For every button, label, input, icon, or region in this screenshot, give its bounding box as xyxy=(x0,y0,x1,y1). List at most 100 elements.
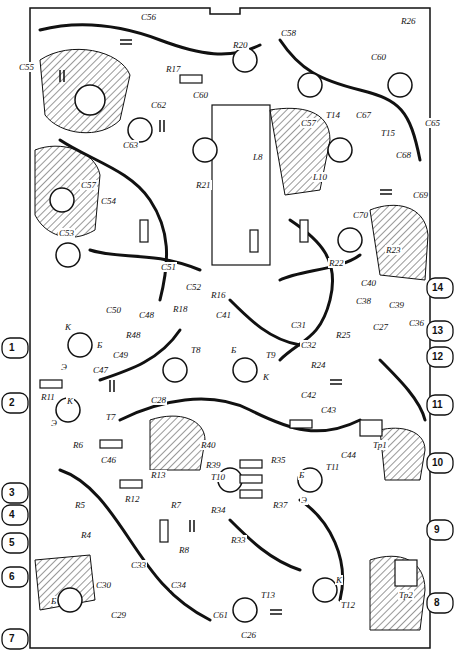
part-label: R12 xyxy=(124,494,141,504)
part-label: R33 xyxy=(230,535,247,545)
part-label: C44 xyxy=(340,450,357,460)
part-label: C33 xyxy=(130,560,147,570)
part-label: C67 xyxy=(355,110,372,120)
part-label: C42 xyxy=(300,390,317,400)
pad-number: 4 xyxy=(8,509,16,520)
part-label: C30 xyxy=(95,580,112,590)
part-label: R6 xyxy=(72,440,84,450)
part-label: R25 xyxy=(335,330,352,340)
part-label: R34 xyxy=(210,505,227,515)
part-label: C54 xyxy=(100,196,117,206)
part-label: L8 xyxy=(252,152,264,162)
part-label: R22 xyxy=(328,258,345,268)
part-label: T7 xyxy=(105,412,117,422)
part-label: R48 xyxy=(125,330,142,340)
part-label: К xyxy=(335,575,343,585)
part-label: C63 xyxy=(122,140,139,150)
part-label: C60 xyxy=(370,52,387,62)
part-label: C28 xyxy=(150,395,167,405)
part-label: R8 xyxy=(178,545,190,555)
pad-number: 5 xyxy=(8,537,16,548)
pad-number: 12 xyxy=(431,351,444,362)
pad-number: 7 xyxy=(8,633,16,644)
part-label: C56 xyxy=(140,12,157,22)
part-label: C34 xyxy=(170,580,187,590)
part-label: C48 xyxy=(138,310,155,320)
part-label: C68 xyxy=(395,150,412,160)
part-label: C52 xyxy=(185,282,202,292)
pad-number: 13 xyxy=(431,325,444,336)
part-label: C41 xyxy=(215,310,232,320)
part-label: C39 xyxy=(388,300,405,310)
part-label: C31 xyxy=(290,320,307,330)
part-label: R39 xyxy=(205,460,222,470)
part-label: C69 xyxy=(412,190,429,200)
pad-number: 3 xyxy=(8,487,16,498)
pad-number: 6 xyxy=(8,571,16,582)
part-label: T11 xyxy=(325,462,340,472)
part-label: C26 xyxy=(240,630,257,640)
pad-number: 11 xyxy=(431,399,444,410)
part-label: Тр1 xyxy=(372,440,388,450)
part-label: Б xyxy=(298,470,305,480)
part-label: C50 xyxy=(105,305,122,315)
part-label: T10 xyxy=(210,472,226,482)
part-label: R18 xyxy=(172,304,189,314)
part-label: C57 xyxy=(80,180,97,190)
part-label: R17 xyxy=(165,64,182,74)
part-label: R11 xyxy=(40,392,56,402)
part-label: R23 xyxy=(385,245,402,255)
part-label: R40 xyxy=(200,440,217,450)
part-label: Б xyxy=(96,340,103,350)
part-label: C43 xyxy=(320,405,337,415)
part-label: K xyxy=(64,322,72,332)
part-label: C65 xyxy=(424,118,441,128)
part-label: C32 xyxy=(300,340,317,350)
part-label: T13 xyxy=(260,590,276,600)
part-label: L10 xyxy=(312,172,328,182)
part-label: C40 xyxy=(360,278,377,288)
part-label: R35 xyxy=(270,455,287,465)
part-label: R20 xyxy=(232,40,249,50)
part-label: C36 xyxy=(408,318,425,328)
part-label: C53 xyxy=(58,228,75,238)
part-label: R4 xyxy=(80,530,92,540)
part-label: T12 xyxy=(340,600,356,610)
pad-number: 10 xyxy=(431,457,444,468)
part-label: C57 xyxy=(300,118,317,128)
pad-number: 9 xyxy=(433,524,441,535)
part-label: C49 xyxy=(112,350,129,360)
part-label: C58 xyxy=(280,28,297,38)
part-label: C55 xyxy=(18,62,35,72)
part-label: К xyxy=(262,372,270,382)
pad-number: 1 xyxy=(8,342,16,353)
part-label: К xyxy=(66,396,74,406)
part-label: T15 xyxy=(380,128,396,138)
part-label: Б xyxy=(230,345,237,355)
part-label: R26 xyxy=(400,16,417,26)
part-label: R16 xyxy=(210,290,227,300)
pad-number: 8 xyxy=(433,597,441,608)
part-label: T8 xyxy=(190,345,202,355)
part-label: R5 xyxy=(74,500,86,510)
part-label: C51 xyxy=(160,262,177,272)
part-label: Б xyxy=(50,596,57,606)
part-label: C38 xyxy=(355,296,372,306)
part-label: R13 xyxy=(150,470,167,480)
part-label: C61 xyxy=(212,610,229,620)
part-label: Э xyxy=(50,418,58,428)
pad-number: 14 xyxy=(431,282,444,293)
part-label: Тр2 xyxy=(398,590,414,600)
part-label: R7 xyxy=(170,500,182,510)
pad-number: 2 xyxy=(8,397,16,408)
part-label: T14 xyxy=(325,110,341,120)
part-label: C27 xyxy=(372,322,389,332)
part-label: R24 xyxy=(310,360,327,370)
part-label: C47 xyxy=(92,365,109,375)
part-label: C46 xyxy=(100,455,117,465)
part-label: Э xyxy=(300,495,308,505)
part-label: Э xyxy=(60,362,68,372)
part-label: C70 xyxy=(352,210,369,220)
part-label: C29 xyxy=(110,610,127,620)
part-label: C62 xyxy=(150,100,167,110)
